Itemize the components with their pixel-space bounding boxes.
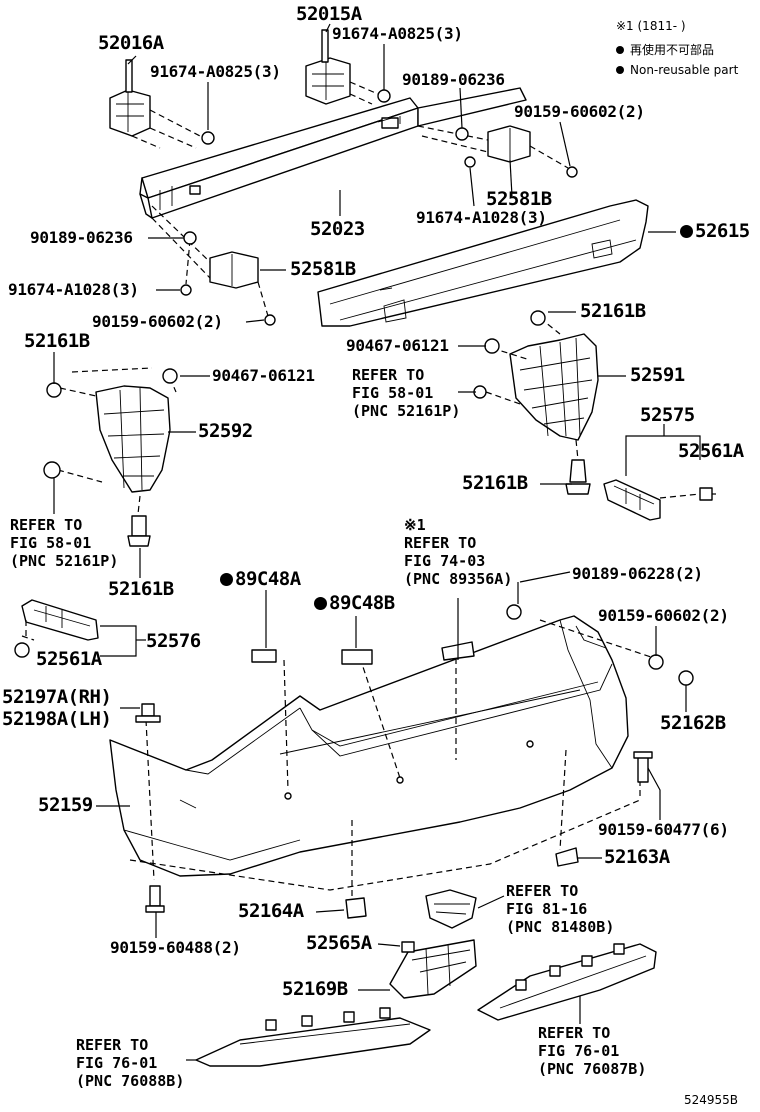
label-52169B: 52169B [282,978,348,1000]
leader-lines [53,23,716,1061]
label-90159-60488: 90159-60488(2) [110,938,241,957]
label-52159: 52159 [38,794,93,816]
label-52162B: 52162B [660,712,726,734]
bracket-52169B [389,939,477,999]
legend-jp-text: 再使用不可部品 [630,43,715,57]
label-90189-06236-top: 90189-06236 [402,70,505,89]
non-reusable-dot-icon [314,597,327,610]
bumper-reinforcement-52023 [139,87,527,219]
label-52581B-top: 52581B [486,188,552,210]
label-89C48A-text: 89C48A [235,568,301,590]
retainer-right-52591 [473,310,599,495]
label-52615: 52615 [680,222,750,241]
non-reusable-dot-icon [616,66,624,74]
ref-fig58-left: REFER TO FIG 58-01 (PNC 52161P) [10,516,119,570]
stay-left-52581B [151,205,276,326]
label-52575: 52575 [640,404,695,426]
garnish-left [195,1007,431,1067]
label-90467-06121-right: 90467-06121 [346,336,449,355]
stay-right-52581B [417,125,578,178]
label-91674-A1028-left: 91674-A1028(3) [8,280,139,299]
legend-non-reusable-jp: 再使用不可部品 [616,44,714,56]
bracket-52016A [109,59,215,149]
retainer-52575 [603,479,713,521]
label-52164A: 52164A [238,900,304,922]
ref-fig76-left: REFER TO FIG 76-01 (PNC 76088B) [76,1036,185,1090]
label-89C48B-text: 89C48B [329,592,395,614]
garnish-right [477,943,657,1021]
non-reusable-dot-icon [680,225,693,238]
label-89C48B: 89C48B [314,594,395,613]
label-52565A: 52565A [306,932,372,954]
non-reusable-dot-icon [220,573,233,586]
label-52161B-left-top: 52161B [24,330,90,352]
label-90467-06121-left: 90467-06121 [212,366,315,385]
ref-fig76-right: REFER TO FIG 76-01 (PNC 76087B) [538,1024,647,1078]
label-90159-60602-bottom: 90159-60602(2) [598,606,729,625]
label-52581B-left: 52581B [290,258,356,280]
label-52161B-right-top: 52161B [580,300,646,322]
label-52161B-left-bottom: 52161B [108,578,174,600]
legend-en-text: Non-reusable part [630,63,739,77]
label-91674-A1028-right: 91674-A1028(3) [416,208,547,227]
energy-absorber-52615 [317,199,649,327]
legend-non-reusable-en: Non-reusable part [616,64,738,76]
label-52198A: 52198A(LH) [2,708,112,730]
diagram-id: 524955B [684,1093,739,1107]
label-52561A-left: 52561A [36,648,102,670]
legend-period: ※1 (1811- ) [616,19,686,33]
label-52591: 52591 [630,364,685,386]
ref-fig58-right: REFER TO FIG 58-01 (PNC 52161P) [352,366,461,420]
label-89C48A: 89C48A [220,570,301,589]
label-90159-60602-left: 90159-60602(2) [92,312,223,331]
label-91674-A0825-top: 91674-A0825(3) [332,24,463,43]
reflex-sensor-part [425,889,477,929]
label-52561A-right: 52561A [678,440,744,462]
label-52592: 52592 [198,420,253,442]
ref-fig74-mark: ※1 [404,516,426,534]
ref-fig74: REFER TO FIG 74-03 (PNC 89356A) [404,534,513,588]
bracket-52015A [305,29,391,105]
retainer-left-52592 [43,367,178,547]
ref-fig81: REFER TO FIG 81-16 (PNC 81480B) [506,882,615,936]
bumper-cover-52159 [109,615,661,900]
label-52023: 52023 [310,218,365,240]
non-reusable-dot-icon [616,46,624,54]
label-52015A: 52015A [296,3,362,25]
label-52576: 52576 [146,630,201,652]
small-parts [135,604,694,919]
label-52016A: 52016A [98,32,164,54]
label-91674-A0825-left: 91674-A0825(3) [150,62,281,81]
label-90189-06228: 90189-06228(2) [572,564,703,583]
label-52163A: 52163A [604,846,670,868]
label-52615-text: 52615 [695,220,750,242]
label-90159-60477: 90159-60477(6) [598,820,729,839]
label-52161B-right-bottom: 52161B [462,472,528,494]
label-52197A: 52197A(RH) [2,686,112,708]
retainer-52576 [14,599,99,658]
label-90189-06236-left: 90189-06236 [30,228,133,247]
label-90159-60602-top: 90159-60602(2) [514,102,645,121]
